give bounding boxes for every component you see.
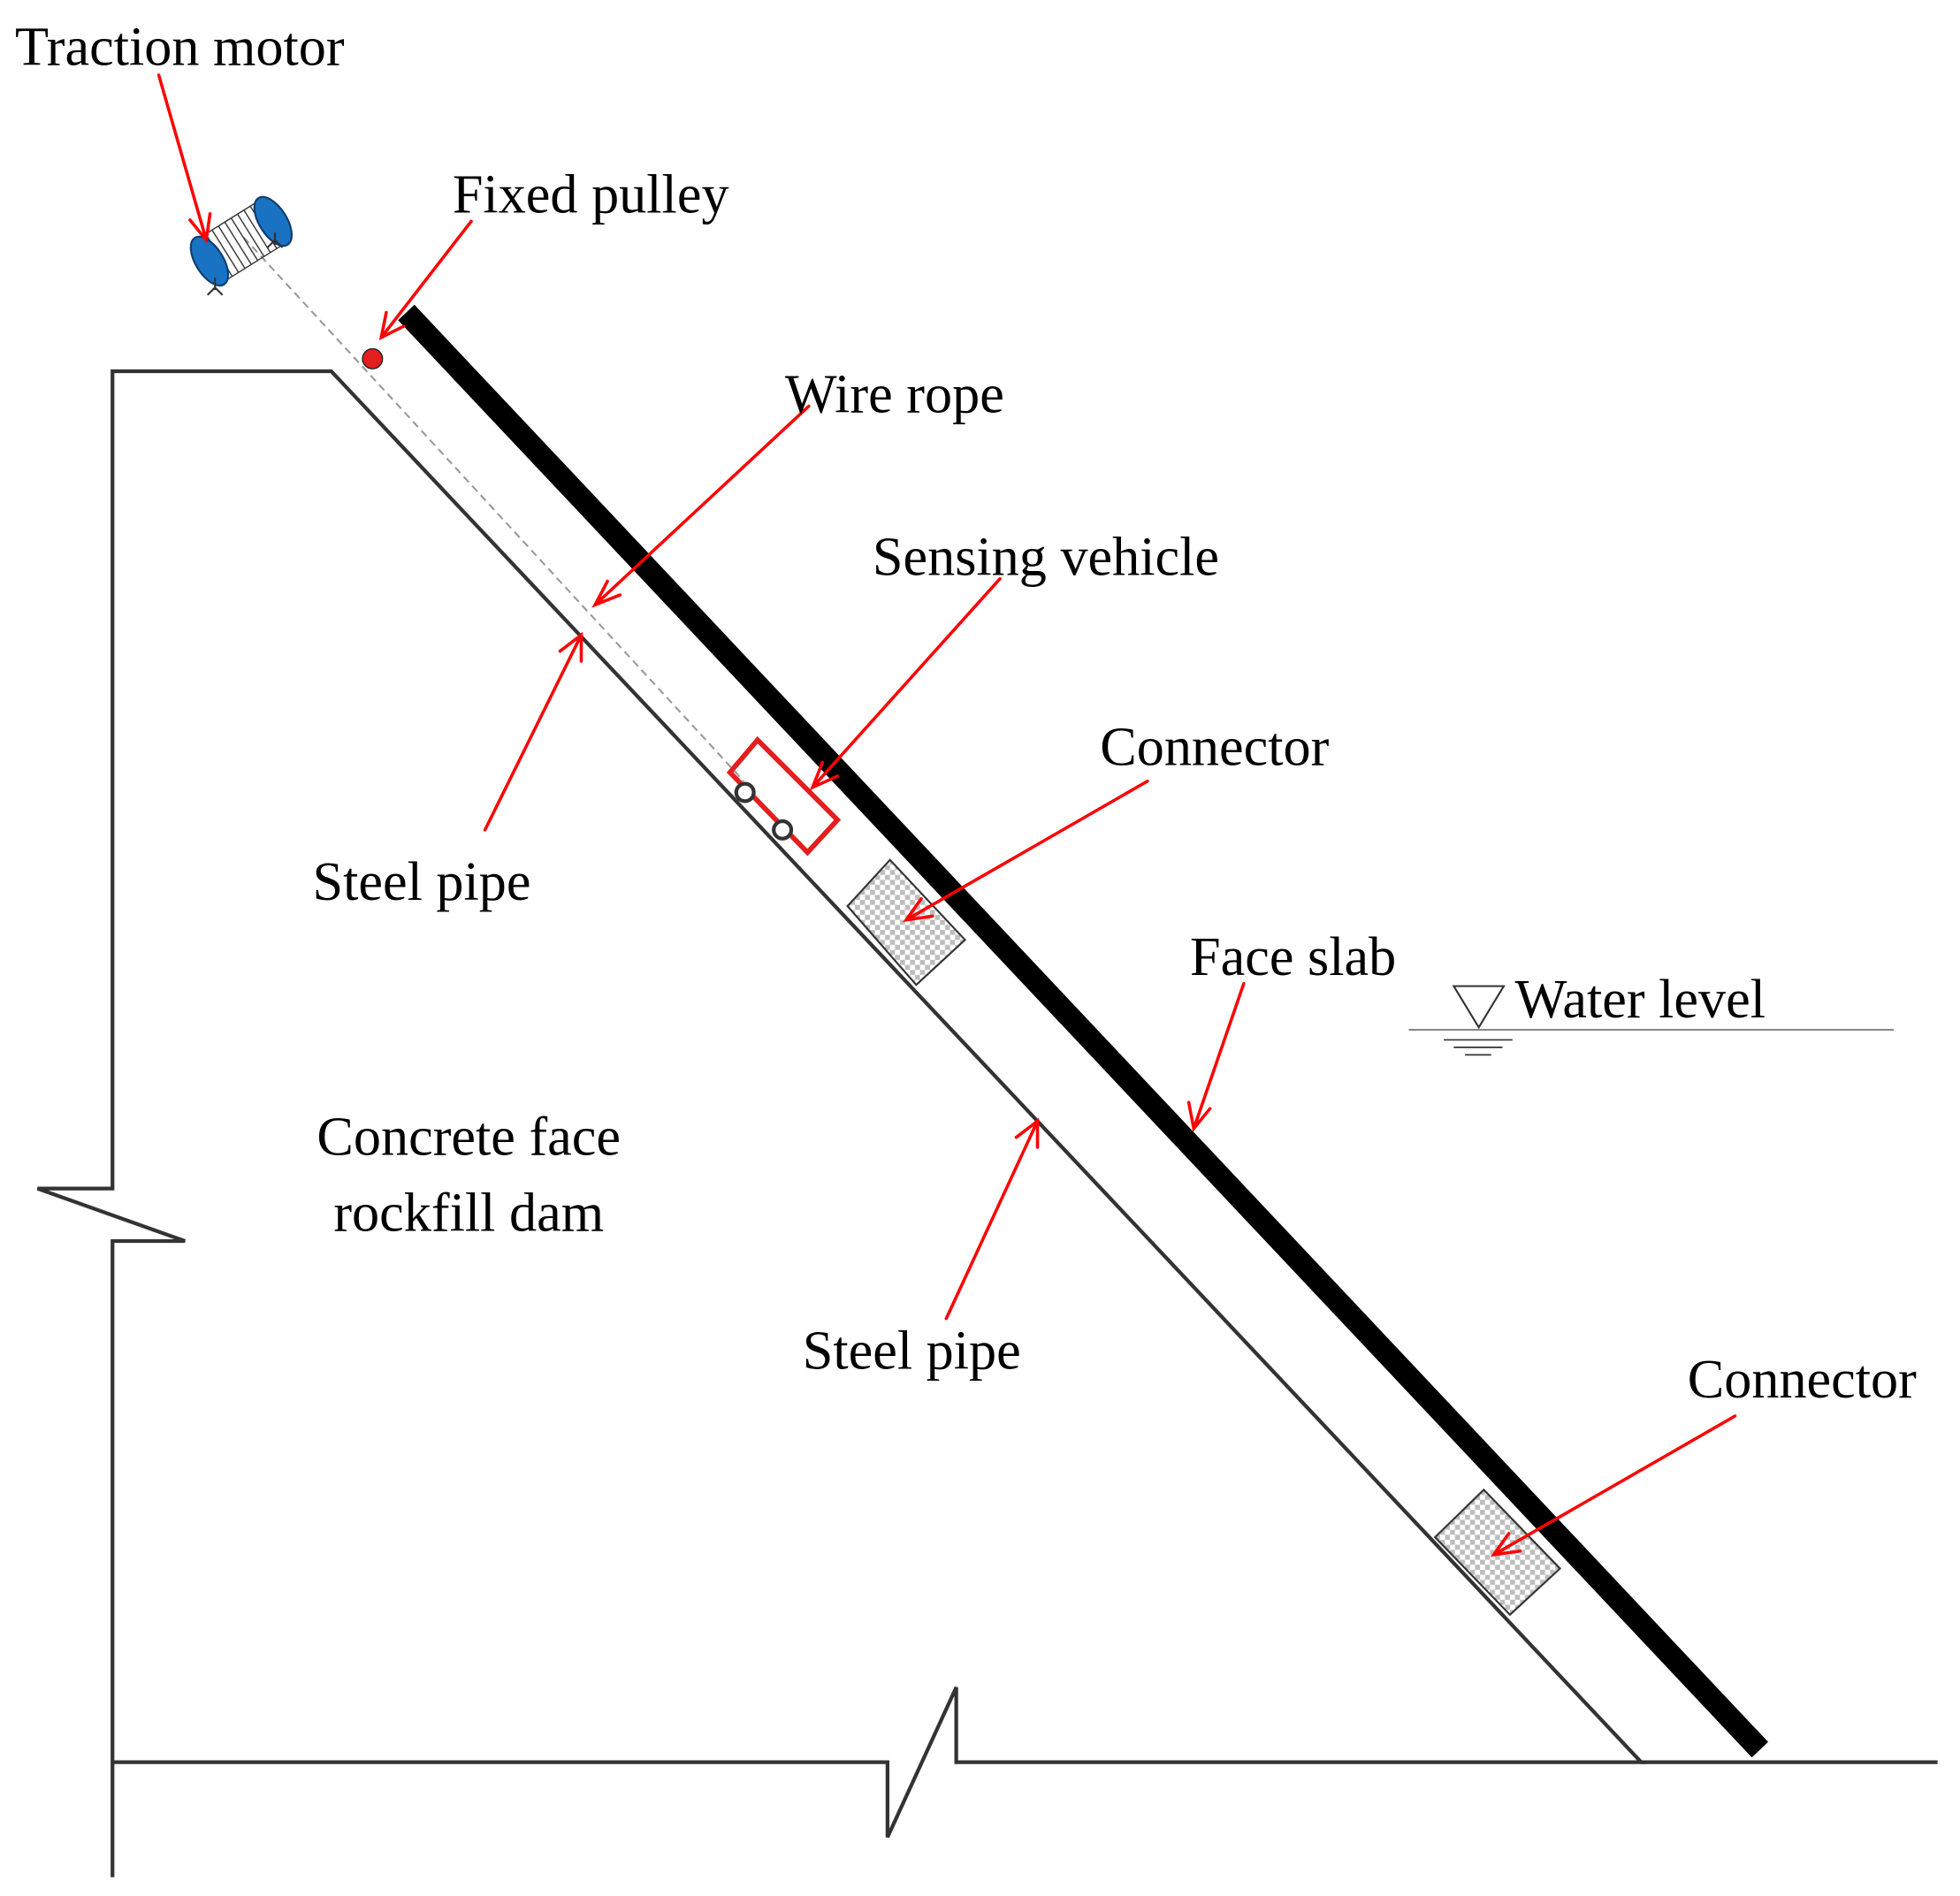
traction-motor bbox=[189, 195, 294, 287]
arrow-steel-pipe-upper bbox=[483, 631, 583, 832]
connector-upper bbox=[846, 858, 967, 986]
motor-support-left bbox=[206, 277, 224, 296]
water-level-icon bbox=[1452, 985, 1506, 1030]
label-fixed-pulley: Fixed pulley bbox=[453, 164, 729, 225]
wire-rope bbox=[242, 236, 745, 782]
label-steel-pipe-lower: Steel pipe bbox=[803, 1321, 1021, 1381]
label-sensing-vehicle: Sensing vehicle bbox=[873, 527, 1219, 587]
arrow-fixed-pulley bbox=[378, 219, 473, 341]
arrow-face-slab bbox=[1186, 982, 1246, 1132]
motor-support-right bbox=[266, 232, 284, 248]
vehicle-wheel-2 bbox=[772, 819, 794, 841]
label-dam-line2: rockfill dam bbox=[333, 1184, 604, 1244]
vehicle-wheel-1 bbox=[734, 781, 756, 803]
arrow-sensing-vehicle bbox=[809, 576, 1002, 791]
label-face-slab: Face slab bbox=[1190, 927, 1396, 987]
face-slab bbox=[398, 304, 1769, 1758]
label-dam-line1: Concrete face bbox=[316, 1108, 621, 1168]
label-connector-upper: Connector bbox=[1100, 717, 1329, 777]
arrow-wire-rope bbox=[591, 404, 811, 608]
label-steel-pipe-upper: Steel pipe bbox=[312, 852, 530, 912]
label-connector-lower: Connector bbox=[1688, 1350, 1917, 1410]
arrow-traction-motor bbox=[156, 73, 212, 244]
label-water-level: Water level bbox=[1515, 970, 1766, 1030]
label-traction-motor: Traction motor bbox=[15, 18, 345, 78]
dam-outline bbox=[36, 369, 1646, 1877]
annotation-arrows bbox=[156, 73, 1737, 1557]
fixed-pulley bbox=[362, 347, 384, 369]
arrow-connector-lower bbox=[1490, 1414, 1737, 1557]
label-wire-rope: Wire rope bbox=[785, 365, 1004, 425]
arrow-steel-pipe-lower bbox=[944, 1117, 1040, 1321]
arrow-connector-upper bbox=[903, 779, 1149, 923]
